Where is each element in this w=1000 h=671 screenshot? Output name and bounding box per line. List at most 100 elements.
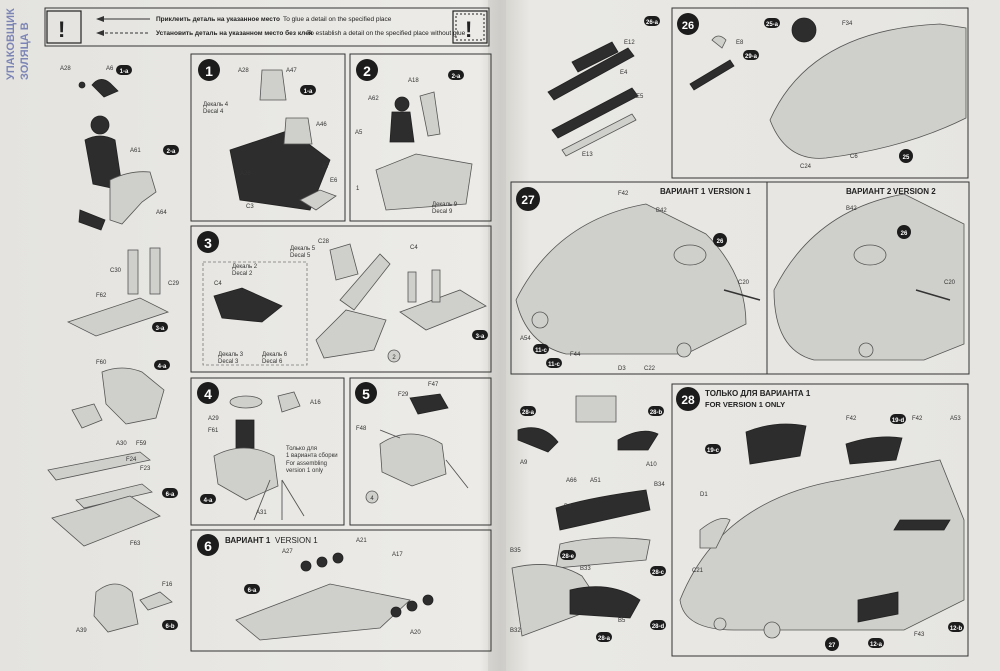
step-3-box: 3 C28 C4 C4 Декаль 5 Decal 5 Декаль 2 De…: [190, 225, 492, 373]
subassembly-3a-seat: C30 C29 F62 3-a: [66, 247, 180, 337]
svg-text:26: 26: [901, 231, 908, 237]
svg-text:F59: F59: [136, 441, 147, 447]
svg-text:A28: A28: [238, 68, 249, 74]
svg-text:28-b: 28-b: [650, 410, 663, 416]
svg-text:F42: F42: [618, 191, 629, 197]
step6-title-ru: ВАРИАНТ 1: [225, 536, 271, 545]
svg-text:A46: A46: [316, 122, 327, 128]
svg-text:B5: B5: [618, 618, 626, 624]
svg-text:Decal 3: Decal 3: [218, 359, 239, 365]
svg-text:D1: D1: [700, 492, 708, 498]
svg-text:4-a: 4-a: [204, 498, 213, 504]
svg-text:6: 6: [204, 538, 212, 554]
svg-text:E12: E12: [624, 40, 635, 46]
svg-text:F48: F48: [356, 426, 367, 432]
svg-text:11-c: 11-c: [535, 348, 547, 354]
svg-text:A31: A31: [256, 510, 267, 516]
svg-text:3-a: 3-a: [156, 326, 165, 332]
svg-text:28-a: 28-a: [522, 410, 535, 416]
svg-text:D3: D3: [618, 366, 626, 372]
svg-text:Decal 9: Decal 9: [432, 209, 453, 215]
legend-glue-icon: !: [58, 17, 65, 42]
step-28-box: 28 ТОЛЬКО ДЛЯ ВАРИАНТА 1 FOR VERSION 1 O…: [671, 383, 969, 657]
svg-text:B42: B42: [846, 206, 857, 212]
svg-text:A61: A61: [130, 148, 141, 154]
svg-text:25-a: 25-a: [766, 22, 779, 28]
svg-text:F61: F61: [208, 428, 219, 434]
svg-text:F24: F24: [126, 457, 137, 463]
svg-text:6-a: 6-a: [166, 492, 175, 498]
svg-text:F60: F60: [96, 360, 107, 366]
svg-text:1-a: 1-a: [120, 69, 129, 75]
svg-text:F63: F63: [130, 541, 141, 547]
svg-text:27: 27: [829, 643, 836, 649]
svg-text:C21: C21: [692, 568, 704, 574]
step6-title-en: VERSION 1: [275, 536, 318, 545]
svg-text:C30: C30: [110, 268, 122, 274]
step-4-box: 4 A29 F61 A16 A31 Только для 1 варианта …: [190, 377, 345, 526]
svg-text:C6: C6: [850, 154, 858, 160]
svg-text:1: 1: [356, 186, 360, 192]
svg-text:2: 2: [363, 63, 371, 79]
svg-text:Декаль 6: Декаль 6: [262, 352, 288, 358]
svg-text:B35: B35: [510, 548, 521, 554]
legend-noglue-icon: !: [465, 17, 472, 42]
svg-text:A26: A26: [240, 171, 251, 177]
svg-text:25: 25: [903, 155, 910, 161]
svg-text:28: 28: [681, 393, 695, 407]
svg-text:28-a: 28-a: [598, 636, 611, 642]
step28-title-en: FOR VERSION 1 ONLY: [705, 400, 785, 409]
svg-text:E13: E13: [582, 152, 593, 158]
subassembly-4a: F60 A30 F59 4-a: [71, 360, 170, 447]
svg-text:11-c: 11-c: [548, 362, 560, 368]
svg-text:1: 1: [205, 63, 213, 79]
svg-text:4-a: 4-a: [158, 364, 167, 370]
svg-text:A27: A27: [282, 549, 293, 555]
step27-v2-en: VERSION 2: [893, 187, 936, 196]
svg-text:Decal 2: Decal 2: [232, 271, 253, 277]
svg-text:12-a: 12-a: [870, 642, 883, 648]
subassembly-2a-pilot: A61 A64 2-a: [78, 115, 179, 231]
svg-text:A51: A51: [590, 478, 601, 484]
svg-text:Decal 5: Decal 5: [290, 253, 311, 259]
svg-text:C4: C4: [410, 245, 418, 251]
legend-noglue-en: To establish a detail on the specified p…: [307, 30, 466, 37]
svg-text:A39: A39: [76, 628, 87, 634]
svg-text:F43: F43: [914, 632, 925, 638]
svg-text:3-a: 3-a: [476, 334, 485, 340]
svg-text:E5: E5: [636, 94, 644, 100]
svg-text:A62: A62: [368, 96, 379, 102]
step-6-box: 6 ВАРИАНТ 1 VERSION 1 A27 A21 A17 A20 6-…: [190, 529, 492, 652]
step28-title-ru: ТОЛЬКО ДЛЯ ВАРИАНТА 1: [705, 389, 811, 398]
svg-text:4: 4: [204, 386, 212, 402]
svg-text:A66: A66: [566, 478, 577, 484]
svg-text:F42: F42: [912, 416, 923, 422]
step-5-box: 5 F29 F47 F48 4: [349, 377, 492, 526]
svg-text:29-a: 29-a: [745, 54, 758, 60]
svg-text:28-c: 28-c: [652, 570, 665, 576]
svg-text:ЗОЛЯЦА В: ЗОЛЯЦА В: [19, 22, 31, 80]
svg-text:19-c: 19-c: [707, 448, 720, 454]
svg-text:F29: F29: [398, 392, 409, 398]
subassembly-6b-seat: F16 A39 6-b: [76, 582, 178, 634]
svg-text:F34: F34: [842, 21, 853, 27]
svg-text:E8: E8: [736, 40, 744, 46]
svg-text:A20: A20: [410, 630, 421, 636]
subassembly-1a: A28 A6 1-a: [60, 65, 132, 98]
svg-text:B33: B33: [580, 566, 591, 572]
step27-v1-ru: ВАРИАНТ 1: [660, 187, 706, 196]
svg-text:A53: A53: [950, 416, 961, 422]
svg-text:27: 27: [521, 193, 535, 207]
svg-text:C20: C20: [738, 280, 750, 286]
svg-text:A18: A18: [408, 78, 419, 84]
svg-text:A9: A9: [520, 460, 528, 466]
svg-text:F62: F62: [96, 293, 107, 299]
svg-text:Декаль 5: Декаль 5: [290, 246, 316, 252]
svg-text:A54: A54: [520, 336, 531, 342]
subassembly-28-parts: A9 A66 A51 A10 B4 B34 B35 B33 B5 B32 28-…: [510, 395, 666, 642]
svg-text:Декаль 4: Декаль 4: [203, 102, 229, 108]
svg-text:26: 26: [717, 239, 724, 245]
svg-text:6-b: 6-b: [166, 624, 175, 630]
